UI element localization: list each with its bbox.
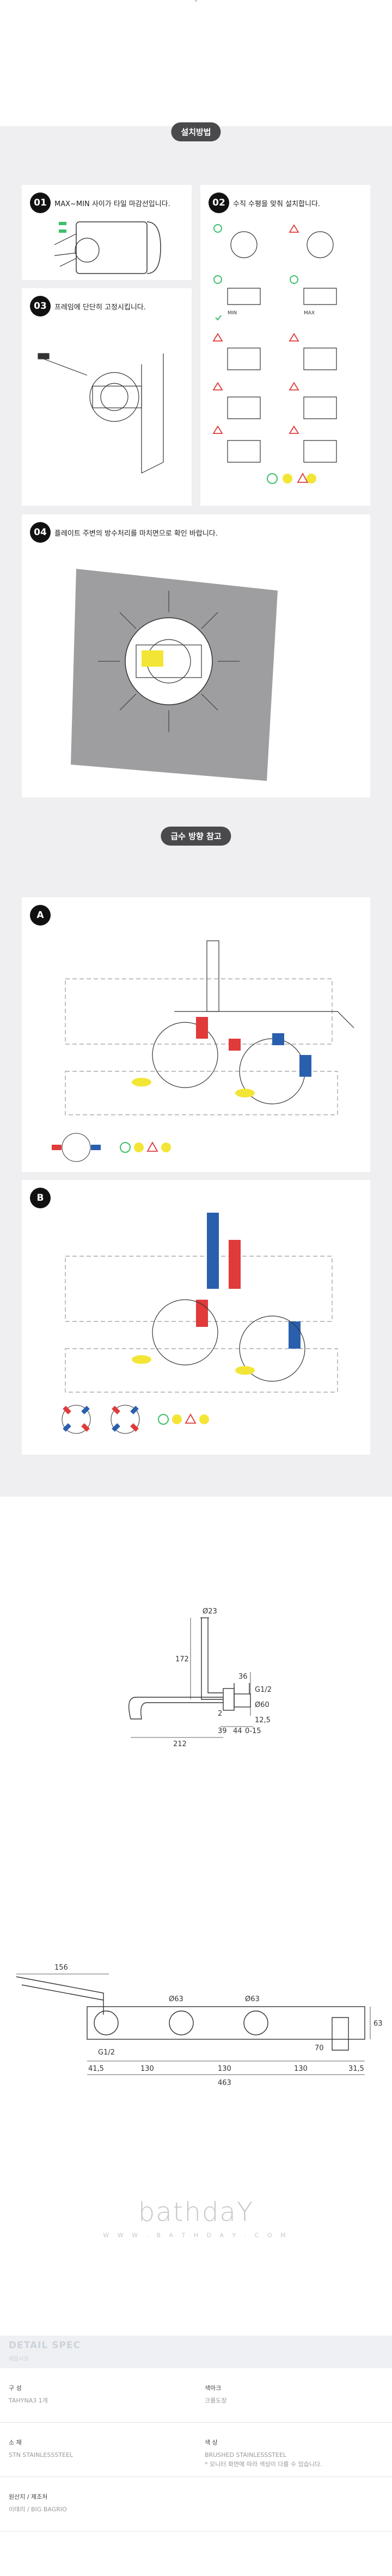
water-heading: 급수 방향 참고 <box>161 827 231 846</box>
step-04-card: 04 플레이트 주변의 방수처리를 마치면으로 확인 바랍니다. <box>22 514 370 797</box>
level-check-drawing: MIN MAX <box>212 224 337 484</box>
step-number: 04 <box>30 522 51 543</box>
spec-label: 소 재 <box>9 2439 22 2446</box>
spec-header: DETAIL SPEC 제품사양 <box>0 2336 392 2368</box>
spec-cell: 소 재 STN STAINLESSSTEEL <box>0 2423 196 2476</box>
dim-label: 0-15 <box>245 1727 261 1735</box>
dim-label: 12,5 <box>255 1716 271 1724</box>
dim-label: 156 <box>54 1964 68 1972</box>
spec-cell: 원산지 / 제조처 이태리 / BIG BAGRIO <box>0 2477 196 2531</box>
brand-url: W W W . B A T H D A Y . C O M <box>103 2232 289 2239</box>
dim-label: G1/2 <box>98 2049 115 2057</box>
dim-label: Ø63 <box>169 1995 183 2003</box>
spec-label: 구 성 <box>9 2385 22 2392</box>
min-label: MIN <box>228 311 237 316</box>
brand-logo: bathdaY <box>138 2197 254 2227</box>
step-02-card: 02 수직 수평을 맞춰 설치합니다. MIN MAX <box>200 185 370 506</box>
water-diagram-b <box>62 1213 338 1434</box>
dim-label: 130 <box>140 2065 154 2073</box>
valve-box-drawing <box>54 221 161 274</box>
spec-subtitle: 제품사양 <box>9 2356 29 2362</box>
dim-label: Ø23 <box>203 1607 217 1616</box>
spec-value: 크롬도장 <box>205 2397 227 2404</box>
spec-row: 소 재 STN STAINLESSSTEEL 색 상 BRUSHED STAIN… <box>0 2423 392 2477</box>
dim-label: 130 <box>218 2065 231 2073</box>
spec-value: STN STAINLESSSTEEL <box>9 2451 74 2459</box>
spec-cell: 구 성 TAHYNA3 1개 <box>0 2368 196 2422</box>
step-text: 수직 수평을 맞춰 설치합니다. <box>233 200 321 208</box>
step-text: 프레임에 단단히 고정시킵니다. <box>54 303 146 312</box>
spec-value: 이태리 / BIG BAGRIO <box>9 2506 67 2513</box>
dim-label: 70 <box>315 2044 324 2052</box>
spec-row: 원산지 / 제조처 이태리 / BIG BAGRIO <box>0 2477 392 2531</box>
dim-label: 41,5 <box>88 2065 104 2073</box>
spec-label: 색 상 <box>205 2439 218 2446</box>
install-heading: 설치방법 <box>171 122 221 141</box>
waterproof-drawing <box>71 569 278 781</box>
step-text: MAX~MIN 사이가 타일 마감선입니다. <box>54 200 170 208</box>
spec-table: 구 성 TAHYNA3 1개 색마크 크롬도장 소 재 STN STAINLES… <box>0 2368 392 2531</box>
step-03-card: 03 프레임에 단단히 고정시킵니다. <box>22 288 192 506</box>
water-card-b: B <box>22 1180 370 1455</box>
front-dimension-drawing: 156 Ø63 Ø63 G1/2 70 63 41,5 130 130 130 … <box>16 1964 383 2087</box>
dim-label: 31,5 <box>348 2065 364 2073</box>
dim-label: Ø60 <box>255 1701 270 1709</box>
spec-cell: 색 상 BRUSHED STAINLESSSTEEL * 모니터 화면에 따라 … <box>196 2423 392 2476</box>
dim-label: 212 <box>173 1740 187 1748</box>
side-dimension-drawing: Ø23 172 36 G1/2 Ø60 12,5 0-15 2 39 44 21… <box>128 1607 272 1748</box>
water-diagram-a <box>52 940 354 1162</box>
dim-label: 36 <box>238 1673 248 1681</box>
dim-label: 39 <box>218 1727 227 1735</box>
step-number: 02 <box>209 193 229 213</box>
spec-cell: 색마크 크롬도장 <box>196 2368 392 2422</box>
step-number: 01 <box>30 193 51 213</box>
dim-label: 172 <box>175 1655 189 1663</box>
spec-label: 색마크 <box>205 2385 222 2392</box>
spec-title: DETAIL SPEC <box>9 2340 81 2351</box>
step-text: 플레이트 주변의 방수처리를 마치면으로 확인 바랍니다. <box>54 530 218 538</box>
spec-row: 구 성 TAHYNA3 1개 색마크 크롬도장 <box>0 2368 392 2423</box>
water-card-a: A <box>22 897 370 1172</box>
dim-label: 63 <box>373 2020 383 2028</box>
frame-mount-drawing <box>38 353 164 474</box>
dim-label: Ø63 <box>245 1995 260 2003</box>
max-label: MAX <box>304 311 315 316</box>
spec-label: 원산지 / 제조처 <box>9 2493 48 2500</box>
dim-label: 2 <box>218 1710 222 1718</box>
spec-cell <box>196 2477 392 2531</box>
step-01-card: 01 MAX~MIN 사이가 타일 마감선입니다. <box>22 185 192 280</box>
section-label-a: A <box>30 905 51 926</box>
step-number: 03 <box>30 296 51 316</box>
dim-label: 44 <box>233 1727 242 1735</box>
section-label-b: B <box>30 1188 51 1208</box>
spec-value: TAHYNA3 1개 <box>9 2397 48 2404</box>
dim-label: G1/2 <box>255 1686 272 1694</box>
dim-label: 130 <box>294 2065 308 2073</box>
spec-value: BRUSHED STAINLESSSTEEL * 모니터 화면에 따라 색상이 … <box>205 2451 322 2468</box>
dim-label: 463 <box>218 2079 231 2087</box>
top-dot <box>195 0 197 2</box>
